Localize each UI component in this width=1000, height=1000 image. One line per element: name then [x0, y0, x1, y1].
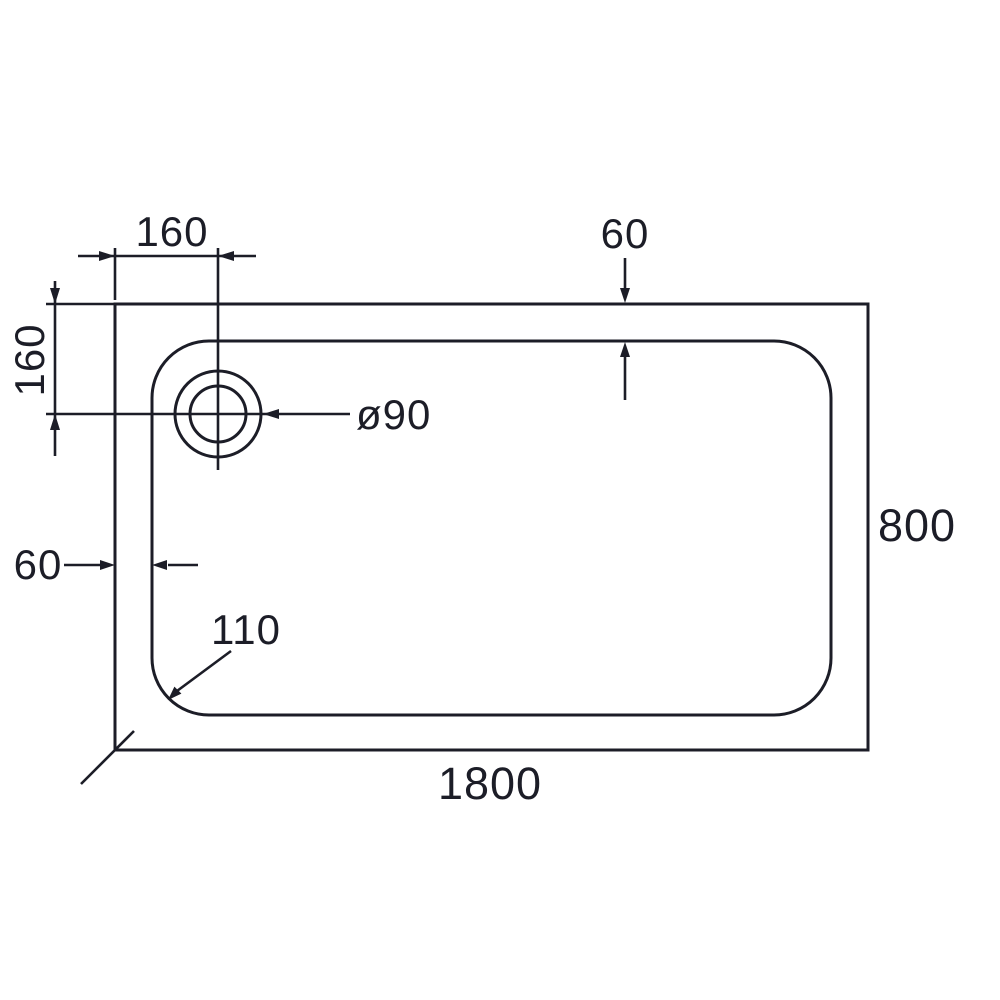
arrowhead-icon: [50, 288, 60, 304]
arrowhead-icon: [620, 342, 630, 357]
dim-60-left-label: 60: [14, 541, 63, 588]
arrowhead-icon: [263, 409, 279, 419]
arrowhead-icon: [100, 560, 115, 570]
dim-drain-diameter-label: ø90: [356, 391, 431, 438]
dim-tray-depth-label: 800: [878, 500, 956, 551]
dim-160-left-label: 160: [6, 323, 53, 396]
dim-tray-width-label: 1800: [438, 758, 542, 809]
corner-radius-tick-line: [80, 730, 135, 785]
arrowhead-icon: [99, 251, 115, 261]
dim-160-top-label: 160: [135, 208, 208, 255]
arrowhead-icon: [168, 686, 182, 700]
arrowhead-icon: [152, 560, 167, 570]
arrowhead-icon: [620, 288, 630, 303]
arrowhead-icon: [218, 251, 234, 261]
arrowhead-icon: [50, 414, 60, 430]
tray-outer-outline: [113, 302, 870, 752]
dim-60-top-label: 60: [601, 210, 650, 257]
dim-110-leader-line: [176, 649, 232, 693]
tray-inner-recess-outline: [150, 339, 833, 717]
dim-corner-radius-label: 110: [211, 606, 281, 653]
